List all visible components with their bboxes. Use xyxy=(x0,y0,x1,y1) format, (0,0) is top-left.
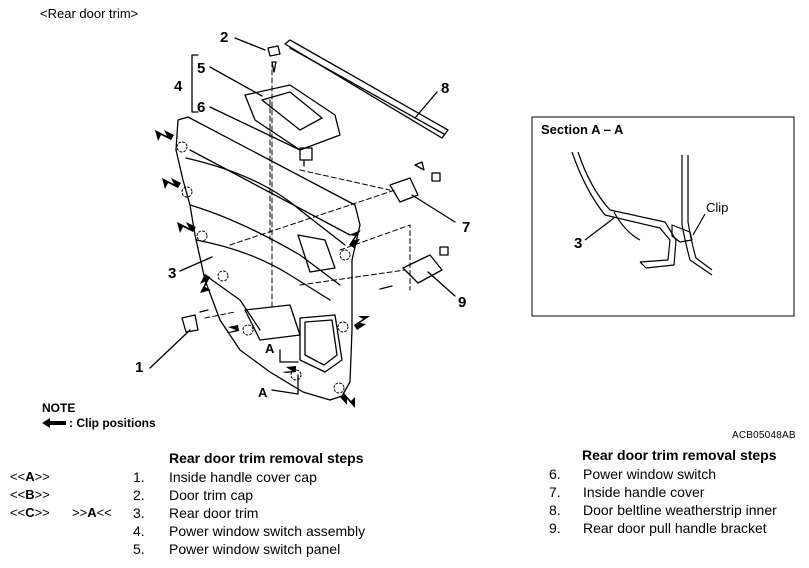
step-number: 9. xyxy=(549,520,561,536)
step-text: Rear door pull handle bracket xyxy=(583,520,767,536)
note-legend-text: : Clip positions xyxy=(69,416,156,430)
section-label-clip: Clip xyxy=(706,200,728,215)
step-mark-part: << xyxy=(10,469,26,484)
step-mark: <<A>> xyxy=(10,469,50,484)
step-mark-part: B xyxy=(25,487,35,502)
switch-assembly xyxy=(244,84,341,151)
note-legend: : Clip positions xyxy=(42,416,156,430)
step-mark: <<B>> xyxy=(10,487,50,502)
step-text: Power window switch assembly xyxy=(169,523,366,539)
step-text: Power window switch panel xyxy=(169,541,341,557)
note-heading: NOTE xyxy=(42,401,76,415)
step-mark-secondary: >>A<< xyxy=(72,505,112,520)
step-mark-part: >> xyxy=(34,469,50,484)
callout-8: 8 xyxy=(441,80,449,97)
step-text: Rear door trim xyxy=(169,505,259,521)
step-mark-part: C xyxy=(25,505,35,520)
reference-code: ACB05048AB xyxy=(732,430,796,441)
step-text: Power window switch xyxy=(583,466,717,482)
section-a-a-box: Section A – A Clip 3 xyxy=(531,116,795,317)
step-number: 3. xyxy=(133,505,145,521)
step-mark-part: A xyxy=(25,469,35,484)
callout-4: 4 xyxy=(174,78,183,95)
step-mark-part: >> xyxy=(34,505,50,520)
step-mark-part: << xyxy=(10,505,26,520)
step-number: 8. xyxy=(549,502,561,518)
step-number: 2. xyxy=(133,487,145,503)
door-trim-diagram: 2 5 4 6 8 7 3 9 1 A A Section A – A Clip… xyxy=(135,29,795,408)
steps-left-heading: Rear door trim removal steps xyxy=(169,450,364,466)
weatherstrip xyxy=(284,39,449,139)
callout-1: 1 xyxy=(135,359,143,376)
step-text: Inside handle cover cap xyxy=(169,469,317,485)
step-mark-part: A xyxy=(87,505,97,520)
steps-right-heading: Rear door trim removal steps xyxy=(582,447,777,463)
step-number: 5. xyxy=(133,541,145,557)
step-number: 6. xyxy=(549,466,561,482)
callout-7: 7 xyxy=(462,219,470,236)
step-mark-part: << xyxy=(10,487,26,502)
pull-handle-pocket xyxy=(299,314,343,373)
step-mark-part: << xyxy=(96,505,112,520)
black-arrow-icon xyxy=(42,418,66,428)
callout-5: 5 xyxy=(197,60,205,77)
trim-panel-outline xyxy=(175,116,361,401)
section-title: Section A – A xyxy=(541,122,624,137)
section-mark-a-bottom: A xyxy=(258,385,268,400)
step-text: Door trim cap xyxy=(169,487,254,503)
step-mark-part: >> xyxy=(34,487,50,502)
step-number: 1. xyxy=(133,469,145,485)
callout-2: 2 xyxy=(220,29,228,46)
step-number: 7. xyxy=(549,484,561,500)
step-mark-part: >> xyxy=(72,505,88,520)
callout-3: 3 xyxy=(168,265,176,282)
callout-6: 6 xyxy=(197,99,205,116)
step-number: 4. xyxy=(133,523,145,539)
step-text: Inside handle cover xyxy=(583,484,705,500)
callout-9: 9 xyxy=(458,294,466,311)
step-text: Door beltline weatherstrip inner xyxy=(583,502,777,518)
section-mark-a-top: A xyxy=(265,341,275,356)
step-mark: <<C>> xyxy=(10,505,50,520)
section-label-3: 3 xyxy=(574,235,582,252)
page-title: <Rear door trim> xyxy=(40,6,139,21)
